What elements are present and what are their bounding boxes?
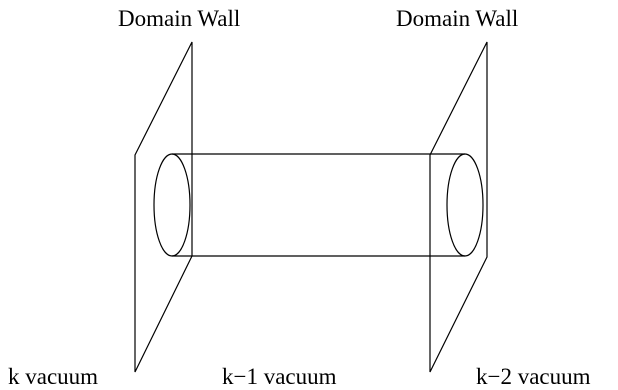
left-domain-wall-label: Domain Wall (118, 6, 241, 31)
tube-right-end-ellipse (446, 153, 484, 257)
tube-left-end-ellipse (153, 153, 191, 257)
right-domain-wall-label: Domain Wall (396, 6, 519, 31)
left-domain-wall-plane (134, 41, 193, 373)
k-minus-2-vacuum-label: k−2 vacuum (476, 364, 591, 389)
k-minus-1-vacuum-label: k−1 vacuum (222, 364, 337, 389)
right-domain-wall-plane (429, 41, 488, 373)
k-vacuum-label: k vacuum (8, 364, 99, 389)
